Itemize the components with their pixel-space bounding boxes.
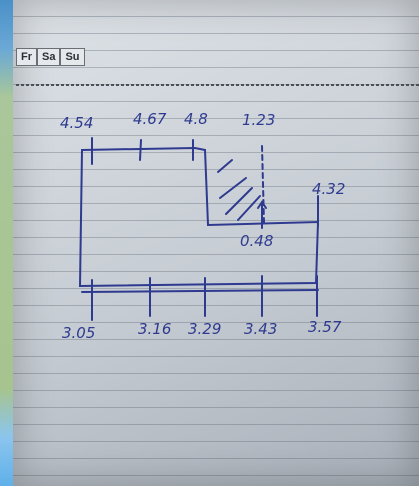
background-window-edge [0, 0, 15, 486]
top-tick-2 [139, 139, 142, 161]
hatch-1 [217, 159, 233, 173]
bottom-label-4: 3.43 [244, 320, 277, 338]
header-rule [16, 84, 419, 86]
weekday-header: Fr Sa Su [16, 48, 85, 66]
hatch-2 [219, 177, 247, 199]
dashed-vertical [261, 145, 265, 223]
bottom-label-3: 3.29 [188, 320, 221, 338]
step-label: 0.48 [240, 232, 273, 250]
weekday-sa: Sa [37, 48, 61, 66]
step-arrow [257, 200, 267, 229]
top-label-4: 1.23 [242, 111, 275, 129]
hatch-4 [237, 195, 261, 221]
sketch-bottom-line [81, 289, 319, 293]
bottom-label-2: 3.16 [138, 320, 171, 338]
top-label-3: 4.8 [184, 110, 208, 128]
bottom-label-1: 3.05 [62, 324, 95, 342]
top-label-1: 4.54 [60, 114, 93, 132]
top-label-2: 4.67 [133, 110, 167, 128]
sketch-outline [78, 146, 320, 288]
hatch-3 [225, 187, 253, 215]
weekday-su: Su [60, 48, 85, 66]
weekday-fr: Fr [16, 48, 37, 66]
bottom-label-5: 3.57 [308, 318, 342, 336]
right-label: 4.32 [312, 180, 345, 198]
